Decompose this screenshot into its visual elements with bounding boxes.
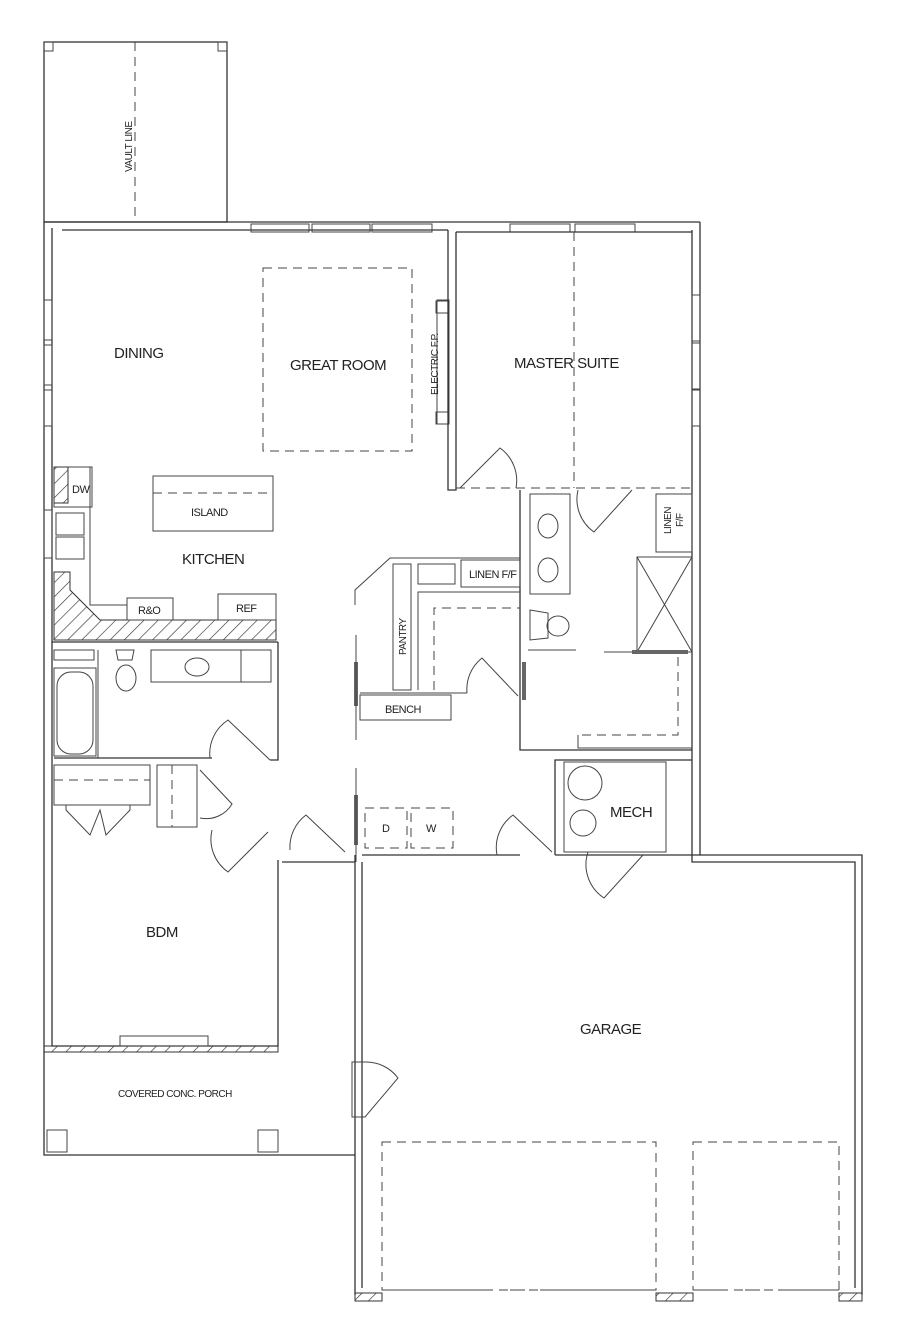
bench-label: BENCH <box>385 704 422 716</box>
range-oven-label: R&O <box>138 605 161 617</box>
island-label: ISLAND <box>191 507 228 519</box>
linen-hall-label: LINEN F/F <box>469 569 517 581</box>
great-room-ceiling <box>262 267 413 452</box>
vault-line-label: VAULT LINE <box>124 121 135 172</box>
porch-label: COVERED CONC. PORCH <box>118 1089 232 1100</box>
covered-porch <box>43 1035 279 1153</box>
garage-label: GARAGE <box>580 1021 642 1038</box>
master-suite-walls <box>447 230 692 491</box>
hall-doors <box>282 814 355 863</box>
dining-label: DINING <box>114 345 164 362</box>
kitchen-cabinets <box>53 466 277 641</box>
linen-master-label-2: F/F <box>675 513 686 527</box>
bedroom-closets <box>53 764 269 873</box>
laundry <box>354 768 553 862</box>
garage <box>351 1061 863 1302</box>
dryer-label: D <box>382 823 390 835</box>
master-suite-label: MASTER SUITE <box>514 355 619 372</box>
washer-label: W <box>426 823 437 835</box>
windows-top <box>43 223 701 559</box>
mech-room <box>554 759 692 899</box>
kitchen-label: KITCHEN <box>182 551 244 568</box>
bdm-label: BDM <box>146 924 178 941</box>
hall-bath <box>52 641 279 761</box>
vault-area <box>43 41 228 223</box>
great-room-label: GREAT ROOM <box>290 357 386 374</box>
linen-master-label-1: LINEN <box>663 507 674 534</box>
dw-label: DW <box>72 484 90 496</box>
ref-label: REF <box>236 603 257 615</box>
mech-label: MECH <box>610 804 652 821</box>
pantry-area <box>354 557 526 740</box>
pantry-label: PANTRY <box>398 618 409 655</box>
electric-fp-label: ELECTRIC F.P. <box>430 333 441 395</box>
